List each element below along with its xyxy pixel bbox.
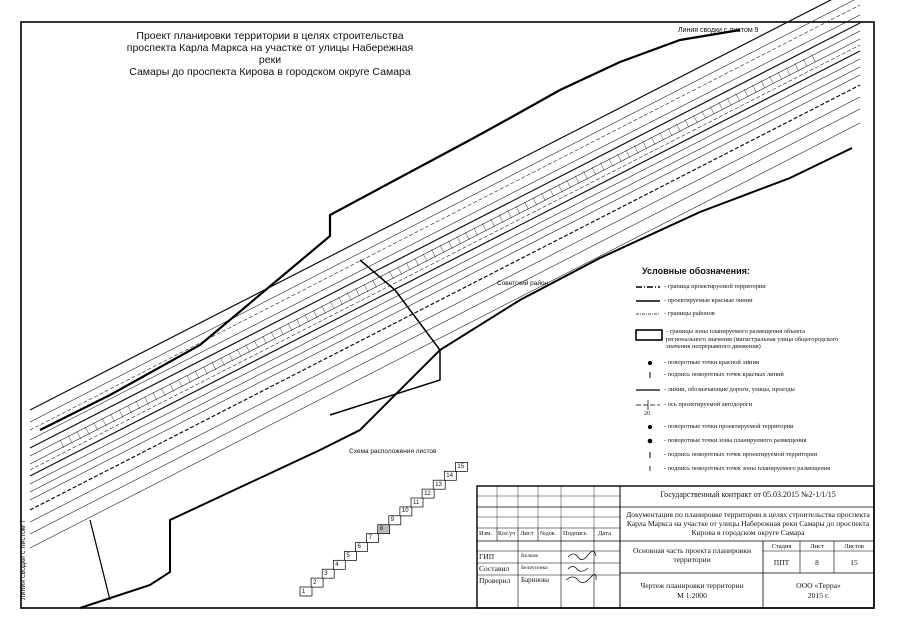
hdr-koluch: Кол.уч bbox=[498, 531, 516, 537]
legend-item-4: - границы зоны планируемого размещения о… bbox=[666, 328, 839, 351]
legend-item-10: - поворотные точки зоны планируемого раз… bbox=[664, 437, 807, 444]
sheet-box bbox=[355, 542, 368, 552]
sheet-number: 12 bbox=[424, 490, 431, 497]
scheme-label: Схема расположения листов bbox=[349, 448, 437, 455]
sheet-number: 8 bbox=[379, 526, 384, 533]
sheet-box bbox=[399, 506, 413, 517]
side-road bbox=[89, 519, 111, 601]
signature-3 bbox=[565, 574, 597, 583]
company: ООО «Терра» bbox=[796, 581, 841, 590]
sheet-number: 15 bbox=[457, 463, 465, 470]
drawing-name: Чертеж планировки территории bbox=[640, 581, 744, 590]
name-proveril: Баринова bbox=[521, 576, 549, 584]
legend-item-9: - поворотные точки проектируемой террито… bbox=[664, 423, 794, 430]
hdr-list: Лист bbox=[520, 530, 534, 537]
hdr-izm: Изм. bbox=[479, 530, 492, 537]
sheet-box bbox=[377, 524, 391, 535]
sheet-box bbox=[421, 488, 435, 499]
title-line-3: Самары до проспекта Кирова в городском о… bbox=[129, 66, 411, 78]
sheet-box bbox=[310, 577, 324, 588]
map-hatching bbox=[59, 54, 816, 449]
match-line-left-label: Линия сводки с листом 7 bbox=[20, 519, 27, 600]
sheet-number: 4 bbox=[335, 561, 339, 568]
role-proveril: Проверил bbox=[479, 576, 511, 585]
legend-item-11: - подпись поворотных точек проектируемой… bbox=[664, 451, 818, 458]
sheet-box bbox=[344, 551, 357, 561]
sheet-box bbox=[366, 533, 379, 543]
drawing-title: Проект планировки территории в целях стр… bbox=[120, 30, 420, 78]
sheet-number: 13 bbox=[435, 481, 442, 488]
legend-item-6: - подпись поворотных точек красных линий bbox=[664, 371, 784, 378]
sheet-number: 14 bbox=[446, 472, 453, 479]
legend-item-3: - границы районов bbox=[664, 310, 715, 317]
role-gip: ГИП bbox=[479, 552, 495, 561]
legend-item-2: - проектируемые красные линии bbox=[664, 297, 753, 304]
year: 2015 г. bbox=[807, 591, 830, 600]
title-line-1: Проект планировки территории в целях стр… bbox=[136, 30, 404, 42]
legend-item-8: - ось проектируемой автодороги bbox=[664, 401, 752, 408]
sheet-layout-scheme bbox=[299, 462, 468, 597]
hdr-ndok: №док. bbox=[540, 531, 557, 537]
district-label: Советский район bbox=[497, 280, 549, 287]
sheet-number: 3 bbox=[324, 570, 328, 577]
scale: М 1:2000 bbox=[677, 591, 707, 600]
title-block-grid bbox=[476, 485, 875, 609]
part-title: Основная часть проекта планировки террит… bbox=[632, 546, 752, 564]
legend-sym-20: 20 bbox=[644, 411, 650, 417]
sheet-box bbox=[388, 515, 402, 526]
match-line-top-label: Линия сводки с листом 9 bbox=[678, 27, 759, 34]
sheet-box bbox=[332, 559, 346, 570]
sheet-number: 2 bbox=[313, 579, 317, 586]
legend-title: Условные обозначения: bbox=[642, 266, 750, 276]
hdr-data: Дата bbox=[598, 530, 611, 537]
signature-2 bbox=[567, 566, 589, 572]
sheet-box bbox=[321, 568, 335, 579]
sheet-number: 10 bbox=[401, 508, 409, 515]
sheet-value: 8 bbox=[815, 558, 819, 567]
sheet-number: 11 bbox=[413, 499, 420, 506]
road-lines bbox=[29, 0, 861, 549]
name-gip: Волков bbox=[521, 553, 538, 559]
sheet-number: 6 bbox=[357, 544, 361, 550]
sheet-number: 1 bbox=[302, 588, 306, 595]
sheet-box bbox=[299, 586, 313, 597]
sheets-label: Листов bbox=[844, 543, 864, 550]
role-sostavil: Составил bbox=[479, 564, 510, 573]
sheet-number: 7 bbox=[368, 535, 372, 542]
sheet-box bbox=[443, 470, 457, 481]
stage-label: Стадия bbox=[771, 543, 792, 550]
document-title: Документация по планировке территории в … bbox=[626, 510, 870, 537]
sheet-box bbox=[455, 462, 468, 472]
sheet-number: 5 bbox=[346, 552, 350, 559]
project-boundary-lower bbox=[79, 147, 853, 609]
sheet-number: 9 bbox=[390, 517, 395, 524]
sheet-label: Лист bbox=[810, 543, 824, 550]
sheets-value: 15 bbox=[850, 558, 858, 567]
stage-value: ППТ bbox=[773, 558, 790, 567]
legend-item-12: - подпись поворотных точек зоны планируе… bbox=[664, 465, 831, 472]
sheet-box bbox=[432, 479, 446, 490]
legend-item-7: - линии, обозначающие дороги, улицы, про… bbox=[664, 386, 795, 393]
legend-item-5: - поворотные точки красной линии bbox=[664, 359, 760, 366]
cross-street bbox=[329, 259, 441, 416]
contract-text: Государственный контракт от 05.03.2015 №… bbox=[660, 490, 836, 499]
title-line-2: проспекта Карла Маркса на участке от ули… bbox=[126, 42, 414, 66]
legend-item-1: - граница проектируемой территории bbox=[664, 283, 766, 290]
name-sostavil: Белоусенко bbox=[521, 565, 548, 571]
hdr-podpis: Подпись bbox=[563, 530, 587, 537]
sheet-box bbox=[410, 497, 424, 508]
sheet-frame bbox=[20, 21, 875, 609]
legend-symbols bbox=[635, 286, 663, 471]
project-boundary-upper bbox=[39, 28, 741, 431]
signature-1 bbox=[567, 550, 597, 560]
